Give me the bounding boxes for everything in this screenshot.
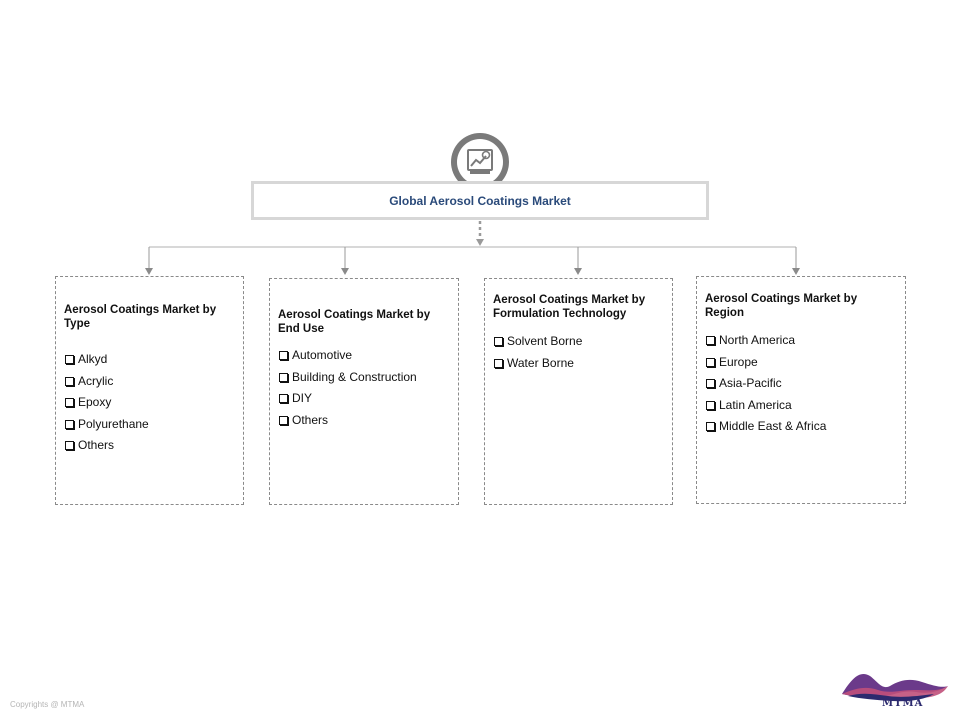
checkbox-icon (706, 379, 715, 388)
list-item: Polyurethane (64, 417, 235, 439)
category-title: Aerosol Coatings Market by Type (64, 304, 217, 330)
checkbox-icon (65, 355, 74, 364)
category-box-type: Aerosol Coatings Market by Type Alkyd Ac… (55, 276, 244, 505)
root-arrowhead (476, 239, 484, 246)
list-item: Alkyd (64, 352, 235, 374)
list-item: Automotive (278, 348, 450, 370)
root-node: Global Aerosol Coatings Market (251, 181, 709, 220)
category-box-technology: Aerosol Coatings Market by Formulation T… (484, 278, 673, 505)
category-list: North America Europe Asia-Pacific Latin … (705, 333, 897, 441)
list-item-label: North America (719, 333, 796, 347)
list-item: Others (64, 438, 235, 460)
checkbox-icon (279, 394, 288, 403)
list-item-label: Acrylic (78, 373, 114, 388)
checkbox-icon (706, 422, 715, 431)
list-item-label: Building & Construction (292, 369, 417, 384)
list-item-label: Automotive (292, 348, 353, 362)
list-item-label: Middle East & Africa (719, 419, 827, 433)
branch-arrow-technology (574, 268, 582, 275)
branch-arrow-type (145, 268, 153, 275)
checkbox-icon (279, 415, 288, 425)
list-item-label: Europe (719, 354, 758, 369)
list-item: Building & Construction (278, 370, 450, 392)
list-item-label: Asia-Pacific (719, 376, 782, 390)
list-item: Asia-Pacific (705, 376, 897, 398)
checkbox-icon (65, 441, 74, 450)
list-item: Others (278, 413, 450, 435)
copyright-text: Copyrights @ MTMA (10, 700, 85, 709)
mtma-logo (842, 674, 948, 702)
category-title: Aerosol Coatings Market by Formulation T… (493, 294, 646, 320)
category-box-region: Aerosol Coatings Market by Region North … (696, 276, 906, 504)
list-item: Water Borne (493, 356, 664, 378)
root-title: Global Aerosol Coatings Market (389, 193, 571, 208)
list-item: Latin America (705, 398, 897, 420)
list-item: North America (705, 333, 897, 355)
list-item: DIY (278, 391, 450, 413)
list-item-label: Water Borne (507, 355, 574, 370)
branch-arrow-end-use (341, 268, 349, 275)
checkbox-icon (494, 337, 503, 346)
list-item-label: Polyurethane (78, 416, 149, 431)
list-item: Solvent Borne (493, 334, 664, 356)
checkbox-icon (279, 372, 288, 382)
category-title: Aerosol Coatings Market by End Use (278, 309, 431, 335)
checkbox-icon (706, 357, 715, 367)
branch-arrow-region (792, 268, 800, 275)
list-item: Middle East & Africa (705, 419, 897, 441)
category-list: Alkyd Acrylic Epoxy Polyurethane Others (64, 352, 235, 460)
list-item: Europe (705, 355, 897, 377)
checkbox-icon (65, 398, 74, 407)
list-item-label: Others (78, 438, 115, 452)
checkbox-icon (279, 351, 288, 360)
list-item: Acrylic (64, 374, 235, 396)
list-item-label: Others (292, 412, 329, 427)
report-icon-inner (457, 139, 503, 185)
checkbox-icon (706, 336, 715, 345)
category-list: Automotive Building & Construction DIY O… (278, 348, 450, 434)
list-item: Epoxy (64, 395, 235, 417)
chart-report-icon (467, 149, 493, 174)
list-item-label: Alkyd (78, 352, 108, 366)
checkbox-icon (706, 400, 715, 410)
checkbox-icon (65, 419, 74, 429)
checkbox-icon (494, 358, 503, 368)
list-item-label: Latin America (719, 397, 792, 412)
list-item-label: Epoxy (78, 395, 112, 409)
checkbox-icon (65, 376, 74, 386)
category-box-end-use: Aerosol Coatings Market by End Use Autom… (269, 278, 459, 505)
list-item-label: DIY (292, 391, 313, 405)
list-item-label: Solvent Borne (507, 334, 583, 348)
category-title: Aerosol Coatings Market by Region (705, 293, 858, 319)
category-list: Solvent Borne Water Borne (493, 334, 664, 377)
logo-text: MTMA (882, 698, 924, 709)
